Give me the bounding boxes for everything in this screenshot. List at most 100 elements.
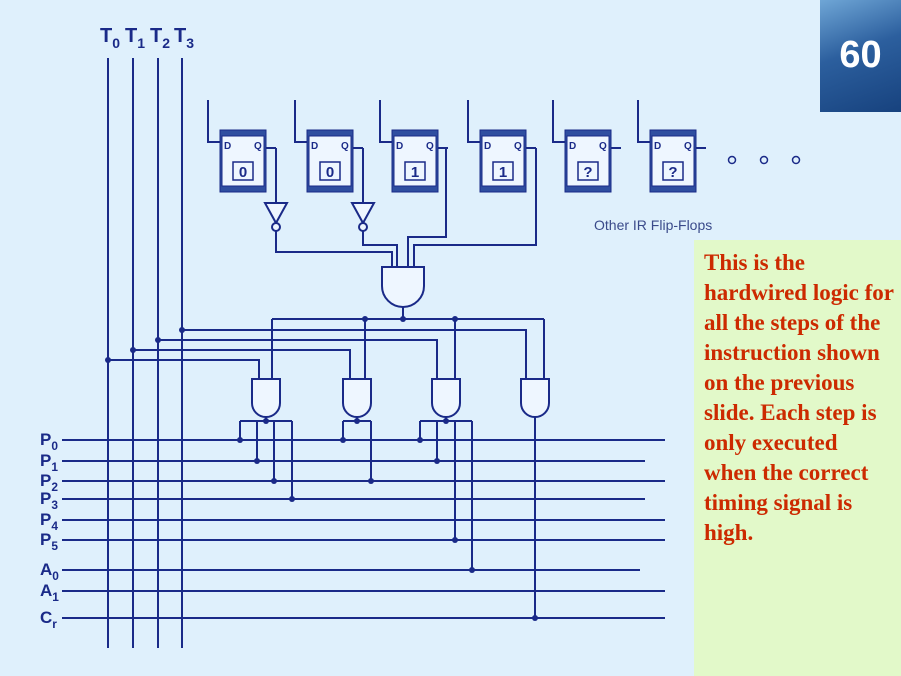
inverter-bubble-1 <box>358 222 368 232</box>
step-and-gate-3 <box>520 378 550 418</box>
ir-flip-flops-caption: Other IR Flip-Flops <box>594 217 712 233</box>
junction-dot <box>452 537 458 543</box>
decoder-input-wire-0 <box>275 231 393 267</box>
junction-dot <box>263 418 269 424</box>
ff-value-box-5 <box>662 161 684 181</box>
junction-dot <box>362 316 368 322</box>
ff-value-4: ? <box>583 164 592 181</box>
output-label-1: P1 <box>40 451 58 474</box>
ff-d-label-1: D <box>311 141 318 152</box>
output-label-8: Cr <box>40 608 57 631</box>
output-label-5-sub: 5 <box>51 539 58 553</box>
output-label-3: P3 <box>40 489 58 512</box>
step-and-gate-2 <box>431 378 461 418</box>
ff-value-3: 1 <box>499 164 507 181</box>
ff-feed-wire-2 <box>379 100 392 143</box>
output-label-6: A0 <box>40 560 59 583</box>
step-and-gate-0 <box>251 378 281 418</box>
ff-q-label-5: Q <box>684 141 692 152</box>
ff-feed-wire-0 <box>207 100 220 143</box>
output-label-0: P0 <box>40 430 58 453</box>
output-label-1-sub: 1 <box>51 460 58 474</box>
output-label-6-base: A <box>40 560 52 579</box>
timing-label-3-sub: 3 <box>186 35 194 51</box>
timing-label-1: T1 <box>125 25 145 51</box>
junction-dot <box>254 458 260 464</box>
output-label-6-sub: 0 <box>52 569 59 583</box>
ff-q-label-0: Q <box>254 141 262 152</box>
timing-label-3: T3 <box>174 25 194 51</box>
output-label-3-sub: 3 <box>51 498 58 512</box>
gate0-timing-input <box>108 359 260 379</box>
ff-d-label-0: D <box>224 141 231 152</box>
ff-value-5: ? <box>668 164 677 181</box>
decoder-and-gate <box>381 266 425 308</box>
junction-dot <box>289 496 295 502</box>
junction-dot <box>237 437 243 443</box>
junction-dot <box>368 478 374 484</box>
ellipsis-dot-1 <box>759 155 769 165</box>
ff-d-label-2: D <box>396 141 403 152</box>
timing-label-0-base: T <box>100 25 112 47</box>
inverter-bubble-0 <box>271 222 281 232</box>
output-label-7-base: A <box>40 581 52 600</box>
ff-value-2: 1 <box>411 164 419 181</box>
output-label-8-base: C <box>40 608 52 627</box>
timing-label-0-sub: 0 <box>112 35 120 51</box>
junction-dot <box>443 418 449 424</box>
explanation-note: This is the hardwired logic for all the … <box>694 240 901 676</box>
ff-d-label-5: D <box>654 141 661 152</box>
ff-value-box-4 <box>577 161 599 181</box>
junction-dot <box>452 316 458 322</box>
output-label-0-base: P <box>40 430 51 449</box>
ff-feed-wire-4 <box>552 100 565 143</box>
junction-dot <box>400 316 406 322</box>
junction-dot <box>179 327 185 333</box>
junction-dot <box>155 337 161 343</box>
gate1-timing-input <box>133 349 351 379</box>
more-flip-flops-ellipsis <box>727 155 801 165</box>
output-label-0-sub: 0 <box>51 439 58 453</box>
output-label-5-base: P <box>40 530 51 549</box>
ff-d-label-4: D <box>569 141 576 152</box>
ff-q-label-2: Q <box>426 141 434 152</box>
junction-dot <box>271 478 277 484</box>
ff-value-box-1 <box>319 161 341 181</box>
output-label-4: P4 <box>40 510 58 533</box>
ff-value-1: 0 <box>326 164 334 181</box>
timing-label-1-sub: 1 <box>137 35 145 51</box>
output-label-2-sub: 2 <box>51 480 58 494</box>
ellipsis-dot-0 <box>727 155 737 165</box>
ff-value-box-3 <box>492 161 514 181</box>
ff-value-0: 0 <box>239 164 247 181</box>
timing-label-3-base: T <box>174 25 186 47</box>
output-label-3-base: P <box>40 489 51 508</box>
inverter-0 <box>263 202 289 226</box>
slide-number-badge: 60 <box>820 0 901 112</box>
decoder-input-wire-1 <box>362 231 398 267</box>
output-label-1-base: P <box>40 451 51 470</box>
ff-feed-wire-5 <box>637 100 650 143</box>
output-label-4-sub: 4 <box>51 519 58 533</box>
decoder-input-wire-3 <box>413 148 537 267</box>
ff-q-label-1: Q <box>341 141 349 152</box>
output-label-2: P2 <box>40 471 58 494</box>
timing-label-2-sub: 2 <box>162 35 170 51</box>
timing-label-2: T2 <box>150 25 170 51</box>
ff-value-box-0 <box>232 161 254 181</box>
logic-gates <box>251 202 550 418</box>
ff-feed-wire-3 <box>467 100 480 143</box>
junction-dots <box>105 316 538 621</box>
ff-value-box-2 <box>404 161 426 181</box>
timing-label-2-base: T <box>150 25 162 47</box>
ff-q-label-3: Q <box>514 141 522 152</box>
junction-dot <box>434 458 440 464</box>
gate3-timing-input <box>182 329 527 379</box>
decoder-input-wire-2 <box>407 148 447 267</box>
ff-feed-wire-1 <box>294 100 307 143</box>
junction-dot <box>469 567 475 573</box>
output-label-8-sub: r <box>52 617 57 631</box>
